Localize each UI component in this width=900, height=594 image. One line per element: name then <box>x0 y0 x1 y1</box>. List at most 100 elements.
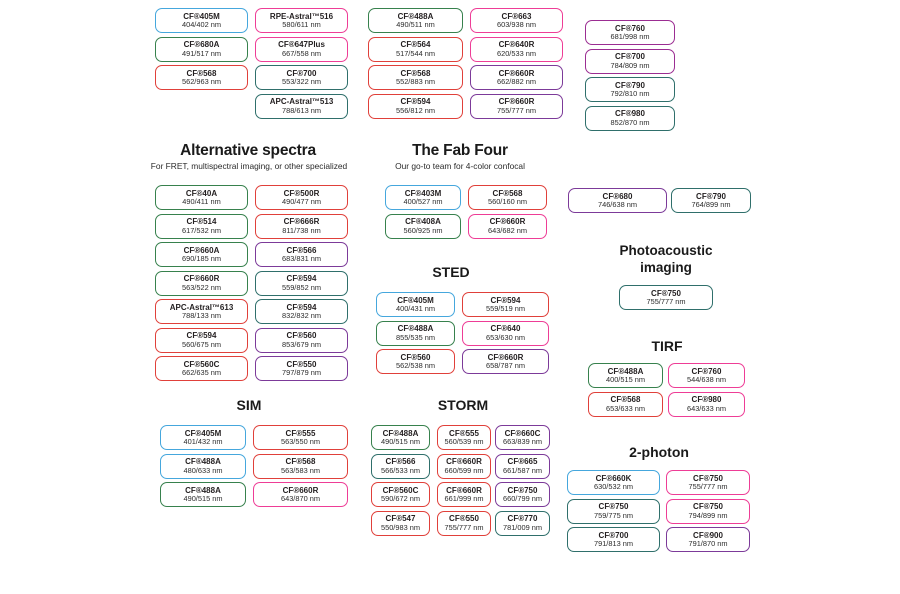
dye-name: CF®750 <box>693 502 723 511</box>
dye-name: CF®566 <box>385 457 416 466</box>
dye-wavelengths: 663/839 nm <box>502 437 543 446</box>
dye-name: CF®568 <box>610 395 641 404</box>
dye-wavelengths: 563/550 nm <box>280 437 321 446</box>
dye-name: CF®568 <box>186 68 217 78</box>
dye-name: CF®594 <box>186 331 217 340</box>
dye-name: CF®680 <box>602 191 633 201</box>
dye-wavelengths: 517/544 nm <box>395 48 436 58</box>
dye-wavelengths: 562/538 nm <box>395 361 436 370</box>
dye-wavelengths: 490/515 nm <box>183 494 223 503</box>
two-photon-title: 2-photon <box>629 444 689 460</box>
dye-wavelengths: 755/777 nm <box>496 105 537 115</box>
dye-wavelengths: 560/539 nm <box>444 437 484 446</box>
dye-name: CF®663 <box>501 11 532 21</box>
dye-name: CF®408A <box>405 217 441 226</box>
dye-name: CF®488A <box>185 485 221 495</box>
dye-name: CF®660R <box>489 217 526 226</box>
dye-wavelengths: 550/983 nm <box>380 522 421 532</box>
dye-name: CF®660R <box>446 457 482 466</box>
dye-name: CF®550 <box>449 514 479 523</box>
dye-wavelengths: 552/883 nm <box>395 77 436 86</box>
dye-wavelengths: 855/535 nm <box>395 332 436 342</box>
dye-wavelengths: 559/519 nm <box>485 304 526 313</box>
dye-name: CF®750 <box>598 502 629 511</box>
dye-name: CF®760 <box>691 366 722 376</box>
dye-wavelengths: 755/777 nm <box>688 482 728 491</box>
dye-name: CF®750 <box>651 288 681 298</box>
dye-wavelengths: 661/587 nm <box>502 465 543 475</box>
dye-wavelengths: 490/515 nm <box>380 437 421 446</box>
dye-wavelengths: 794/899 nm <box>688 510 728 520</box>
fab-four-title: The Fab Four <box>412 142 508 159</box>
dye-wavelengths: 690/185 nm <box>181 254 222 263</box>
dye-wavelengths: 617/532 nm <box>181 225 222 235</box>
dye-name: CF®790 <box>615 80 645 90</box>
dye-wavelengths: 832/832 nm <box>281 311 322 320</box>
dye-name: CF®40A <box>185 188 218 198</box>
sted-title: STED <box>432 264 470 280</box>
dye-wavelengths: 852/870 nm <box>610 117 650 127</box>
dye-name: CF®560C <box>382 485 419 495</box>
dye-wavelengths: 791/870 nm <box>688 539 728 548</box>
dye-name: CF®980 <box>615 109 645 118</box>
dye-wavelengths: 404/402 nm <box>181 20 222 29</box>
dye-name: CF®700 <box>286 68 317 78</box>
dye-wavelengths: 653/633 nm <box>605 403 646 413</box>
dye-name: CF®488A <box>382 428 419 438</box>
dye-name: CF®660R <box>498 68 535 78</box>
dye-wavelengths: 563/522 nm <box>181 282 222 292</box>
dye-wavelengths: 788/613 nm <box>281 105 322 115</box>
dye-name: CF®750 <box>693 473 723 483</box>
dye-name: CF®680A <box>183 40 220 49</box>
dye-name: CF®700 <box>598 530 629 540</box>
dye-wavelengths: 791/813 nm <box>593 539 634 548</box>
dye-name: CF®660C <box>504 428 541 438</box>
dye-name: CF®405M <box>183 11 220 21</box>
dye-name: CF®660K <box>595 473 632 483</box>
dye-wavelengths: 643/633 nm <box>686 403 727 413</box>
dye-wavelengths: 560/925 nm <box>403 225 443 235</box>
dye-name: APC-Astral™513 <box>269 97 334 106</box>
tirf-title: TIRF <box>651 338 683 354</box>
dye-name: CF®555 <box>449 428 479 438</box>
dye-wavelengths: 660/599 nm <box>444 465 484 475</box>
dye-name: CF®500R <box>283 188 320 198</box>
dye-wavelengths: 759/775 nm <box>593 510 634 520</box>
dye-wavelengths: 553/322 nm <box>281 77 322 86</box>
dye-wavelengths: 490/411 nm <box>182 197 221 206</box>
dye-wavelengths: 788/133 nm <box>181 311 222 320</box>
